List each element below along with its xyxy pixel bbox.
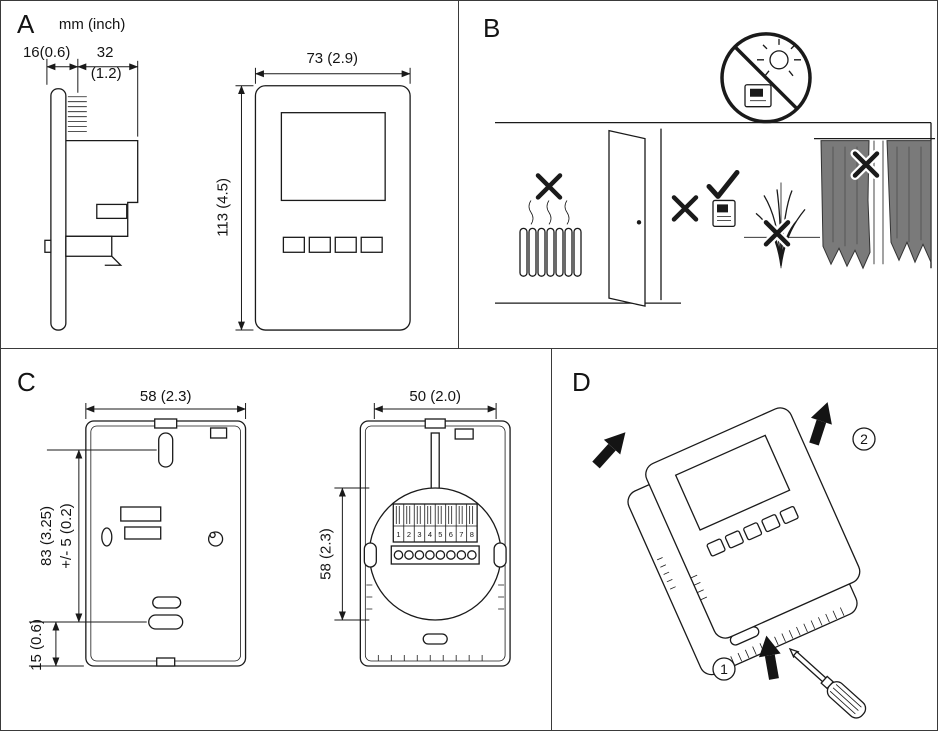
terminal-number: 1 [396,530,400,539]
lift-arrow-left-icon [587,424,634,473]
mounting-slot [148,614,184,630]
units-note: mm (inch) [59,16,126,33]
sun-icon [757,38,801,77]
x-mark-plant-icon [766,222,788,244]
panel-c: C 58 (2.3) [1,349,552,730]
step-1-badge: 1 [712,657,736,681]
step-1-number: 1 [720,661,728,677]
panel-d-label: D [572,367,591,397]
button-3 [334,236,357,253]
terminal-number: 5 [438,530,442,539]
snap-ticks-sides [366,584,505,610]
keyhole-slot [158,432,174,468]
thermostat-wall-icon [712,199,736,227]
step-2-badge: 2 [852,427,876,451]
dim-left-width-label: 58 (2.3) [140,388,192,405]
dim-right-height-label: 58 (2.3) [317,528,334,580]
dim-tolerance-label: +/- 5 (0.2) [58,503,75,568]
terminal-number: 2 [407,530,411,539]
dim-height-label: 113 (4.5) [214,178,231,237]
curtains-icon [814,137,935,270]
panel-a-label: A [17,11,35,39]
panel-a: A mm (inch) 16(0.6) 32 (1.2) [1,1,459,349]
backplate-right: 1 2 3 4 5 6 7 8 [359,418,511,667]
x-mark-radiator-icon [538,175,560,197]
panel-b-drawing: B [483,13,935,307]
terminal-number: 7 [459,530,463,539]
display-screen [280,112,386,202]
lift-arrow-right-icon [803,398,839,448]
checkmark-icon [706,170,740,199]
thermostat-housing-iso [645,407,861,639]
panel-c-label: C [17,367,36,397]
right-plate-dim-lines [334,403,497,621]
panel-b-label: B [483,13,500,43]
terminal-number: 8 [470,530,474,539]
side-view-dimension-lines [46,58,139,137]
button-4 [360,236,383,253]
panel-c-drawing: C 58 (2.3) [17,367,511,671]
thermostat-mini-icon [744,84,772,108]
screwdriver-icon [788,647,867,719]
dim-right-width-label: 50 (2.0) [409,388,461,405]
terminal-screws [393,550,477,560]
display-screen [674,434,791,531]
dim-depth-total-inch-label: (1.2) [91,65,122,82]
no-sunlight-icon [720,32,812,124]
hanging-tab [430,432,440,494]
panel-d-drawing: D [572,367,876,719]
clip-window [120,506,162,522]
x-mark-door-icon [674,197,696,219]
terminal-number: 4 [428,530,432,539]
thermostat-front-view [254,85,411,331]
door-icon [608,128,662,307]
terminal-number: 3 [417,530,421,539]
terminal-block: 1 2 3 4 5 6 7 8 [390,503,480,565]
backplate-left [85,418,247,667]
snap-ticks-bottom [377,655,483,661]
terminal-number: 6 [449,530,453,539]
panel-d: D [552,349,937,730]
step-2-number: 2 [860,431,868,447]
dim-left-height-label: 83 (3.25) [38,506,55,566]
button-2 [308,236,331,253]
panel-b: B [459,1,937,349]
dim-depth-front-label: 16(0.6) [23,44,70,61]
dim-width-label: 73 (2.9) [306,50,358,67]
button-1 [282,236,305,253]
dim-depth-total-label: 32 [97,44,114,61]
heat-waves-icon [528,200,570,225]
panel-a-drawing: A mm (inch) 16(0.6) 32 (1.2) [17,11,411,331]
dim-bottom-offset-label: 15 (0.6) [28,619,45,671]
thermostat-side-view [44,88,139,331]
radiator-icon [519,200,582,277]
front-view-dimension-lines [235,67,411,331]
left-plate-dim-lines [28,403,247,667]
